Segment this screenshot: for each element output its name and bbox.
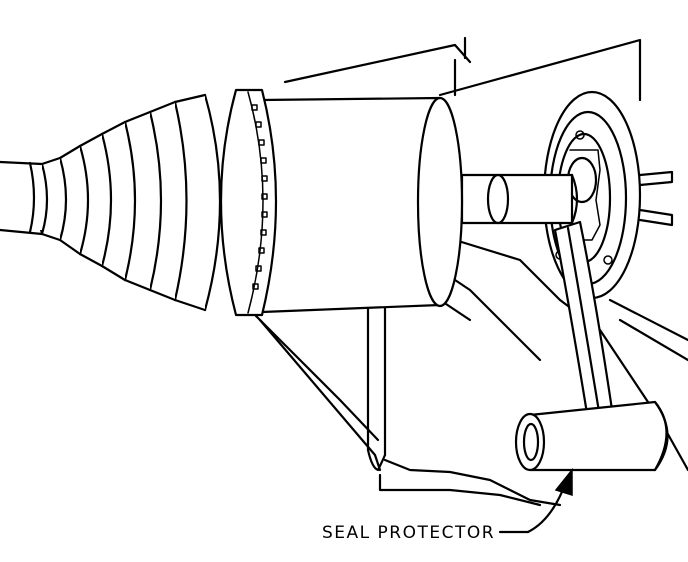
axle-shaft bbox=[460, 173, 579, 225]
cv-joint-housing bbox=[260, 96, 464, 314]
seal-protector-tool bbox=[514, 220, 669, 472]
boot-clamp bbox=[219, 88, 278, 317]
seal-protector-label: SEAL PROTECTOR bbox=[322, 523, 495, 543]
drive-shaft bbox=[0, 160, 44, 236]
cv-boot bbox=[36, 93, 222, 312]
seal-protector-callout: SEAL PROTECTOR bbox=[322, 467, 573, 543]
callout-arrowhead-icon bbox=[554, 467, 573, 497]
support-structure bbox=[248, 298, 562, 507]
